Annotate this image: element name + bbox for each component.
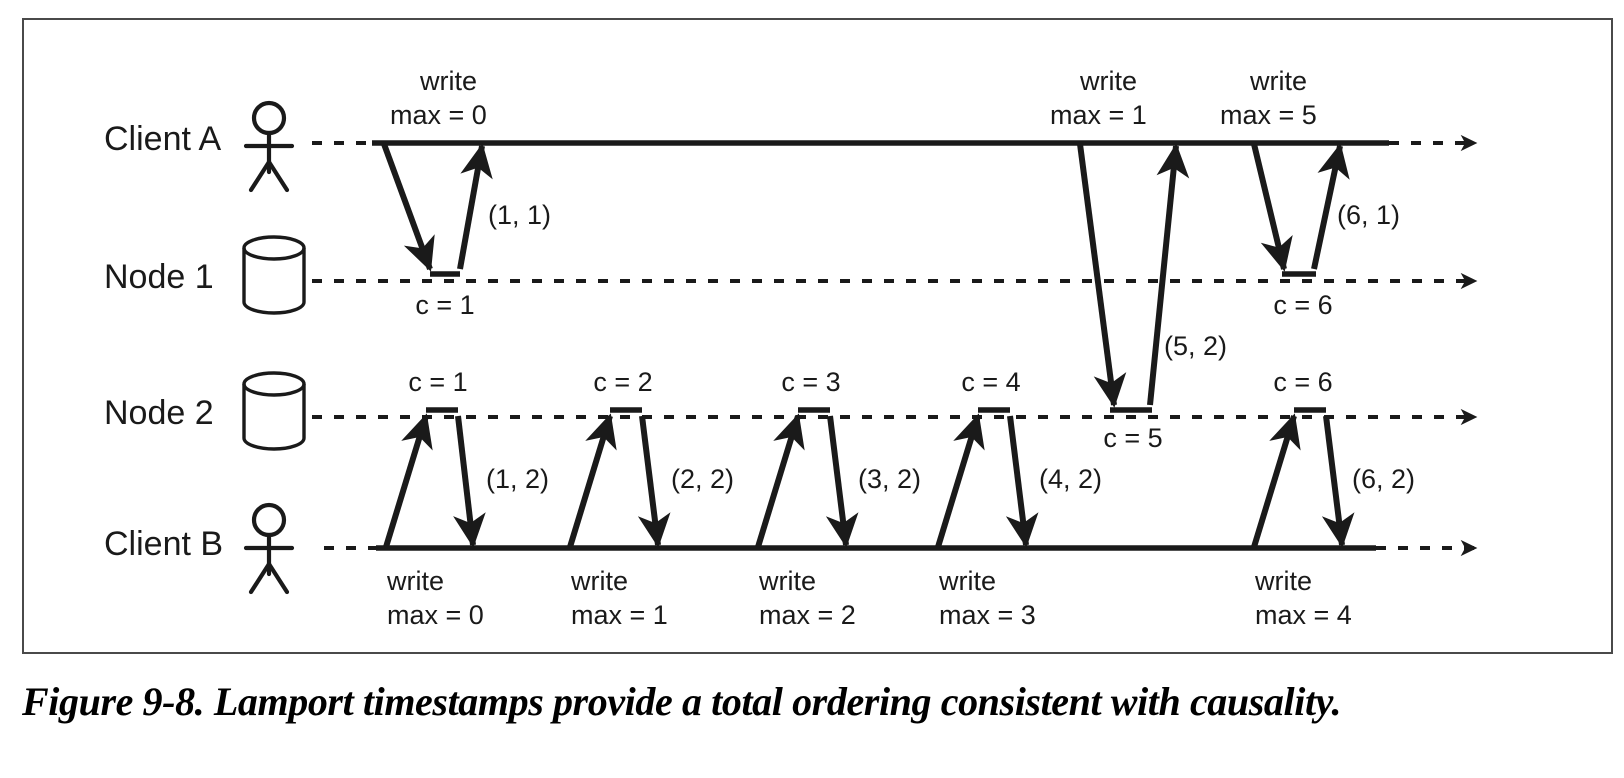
counter-node1-c1: c = 1 [415, 290, 474, 320]
activation-segments [426, 271, 1326, 413]
database-icon [242, 235, 306, 315]
database-icon [242, 371, 306, 451]
lane-label-client-a: Client A [104, 120, 221, 158]
note-line-1: write [938, 566, 996, 596]
message-node-2-to-client-b-ack2 [637, 415, 671, 548]
message-arrows [381, 142, 1355, 548]
lamport-timestamp-sequence-diagram: Client A Node 1 [104, 66, 1478, 630]
timestamp-labels: (1, 1) (6, 1) (5, 2) (1, 2) (2, 2) (3, 2… [486, 200, 1415, 494]
note-line-2: max = 3 [939, 600, 1036, 630]
note-line-2: max = 4 [1255, 600, 1352, 630]
message-node-2-to-client-b-ack1 [453, 415, 486, 548]
note-line-2: max = 0 [390, 100, 487, 130]
figure-frame: Client A Node 1 [22, 18, 1613, 654]
message-client-a-to-node-1-write1 [381, 142, 435, 272]
note-b-write-2: write max = 1 [570, 566, 668, 630]
counter-node2-c4: c = 4 [961, 367, 1020, 397]
note-line-1: write [758, 566, 816, 596]
lane-node-2: Node 2 [104, 371, 306, 451]
note-a-write-1: write max = 0 [390, 66, 487, 130]
counter-node2-c2: c = 2 [593, 367, 652, 397]
note-b-write-3: write max = 2 [758, 566, 856, 630]
counter-node2-c6: c = 6 [1273, 367, 1332, 397]
message-node-2-to-client-b-ack4 [1005, 415, 1039, 548]
timestamp-1-2: (1, 2) [486, 464, 549, 494]
timestamp-1-1: (1, 1) [488, 200, 551, 230]
note-line-2: max = 1 [1050, 100, 1147, 130]
lane-node-1: Node 1 [104, 235, 306, 315]
timestamp-6-2: (6, 2) [1352, 464, 1415, 494]
message-client-b-to-node-2-write2 [567, 413, 617, 548]
message-node-2-to-client-b-ack6 [1321, 415, 1355, 548]
note-b-write-4: write max = 3 [938, 566, 1036, 630]
note-a-write-2: write max = 1 [1050, 66, 1147, 130]
counter-node2-c1: c = 1 [408, 367, 467, 397]
actor-icon [243, 502, 295, 595]
note-line-1: write [386, 566, 444, 596]
message-node-1-to-client-a-ack6 [1311, 143, 1350, 270]
note-line-1: write [419, 66, 477, 96]
lane-label-node-1: Node 1 [104, 258, 214, 296]
actor-icon [243, 100, 295, 193]
note-a-write-3: write max = 5 [1220, 66, 1317, 130]
write-notes: write max = 0 write max = 1 write max = … [386, 66, 1352, 630]
message-client-b-to-node-2-write3 [755, 413, 805, 548]
note-b-write-1: write max = 0 [386, 566, 484, 630]
message-client-b-to-node-2-write6 [1251, 413, 1301, 548]
lifelines [312, 134, 1478, 557]
message-client-a-to-node-2-write5 [1077, 143, 1127, 408]
note-line-1: write [570, 566, 628, 596]
note-line-2: max = 0 [387, 600, 484, 630]
timestamp-6-1: (6, 1) [1337, 200, 1400, 230]
lane-labels: Client A Node 1 [104, 100, 306, 595]
counter-labels: c = 1 c = 6 c = 1 c = 2 c = 3 c = 4 c = … [408, 290, 1332, 453]
timestamp-5-2: (5, 2) [1164, 331, 1227, 361]
note-line-2: max = 5 [1220, 100, 1317, 130]
lane-label-node-2: Node 2 [104, 394, 214, 432]
note-line-1: write [1079, 66, 1137, 96]
message-client-b-to-node-2-write1 [383, 413, 433, 548]
note-line-1: write [1249, 66, 1307, 96]
lane-client-a: Client A [104, 100, 295, 193]
message-node-1-to-client-a-ack1 [457, 143, 493, 270]
message-node-2-to-client-b-ack3 [825, 415, 859, 548]
message-node-2-to-client-a-ack5 [1147, 143, 1190, 406]
figure-caption: Figure 9-8. Lamport timestamps provide a… [22, 679, 1342, 724]
timestamp-4-2: (4, 2) [1039, 464, 1102, 494]
message-client-b-to-node-2-write4 [935, 413, 985, 548]
note-line-2: max = 1 [571, 600, 668, 630]
timestamp-3-2: (3, 2) [858, 464, 921, 494]
message-client-a-to-node-1-write6 [1251, 143, 1293, 272]
timestamp-2-2: (2, 2) [671, 464, 734, 494]
lane-client-b: Client B [104, 502, 295, 595]
counter-node1-c6: c = 6 [1273, 290, 1332, 320]
counter-node2-c5: c = 5 [1103, 423, 1162, 453]
lane-label-client-b: Client B [104, 525, 223, 563]
counter-node2-c3: c = 3 [781, 367, 840, 397]
note-line-2: max = 2 [759, 600, 856, 630]
note-line-1: write [1254, 566, 1312, 596]
note-b-write-5: write max = 4 [1254, 566, 1352, 630]
